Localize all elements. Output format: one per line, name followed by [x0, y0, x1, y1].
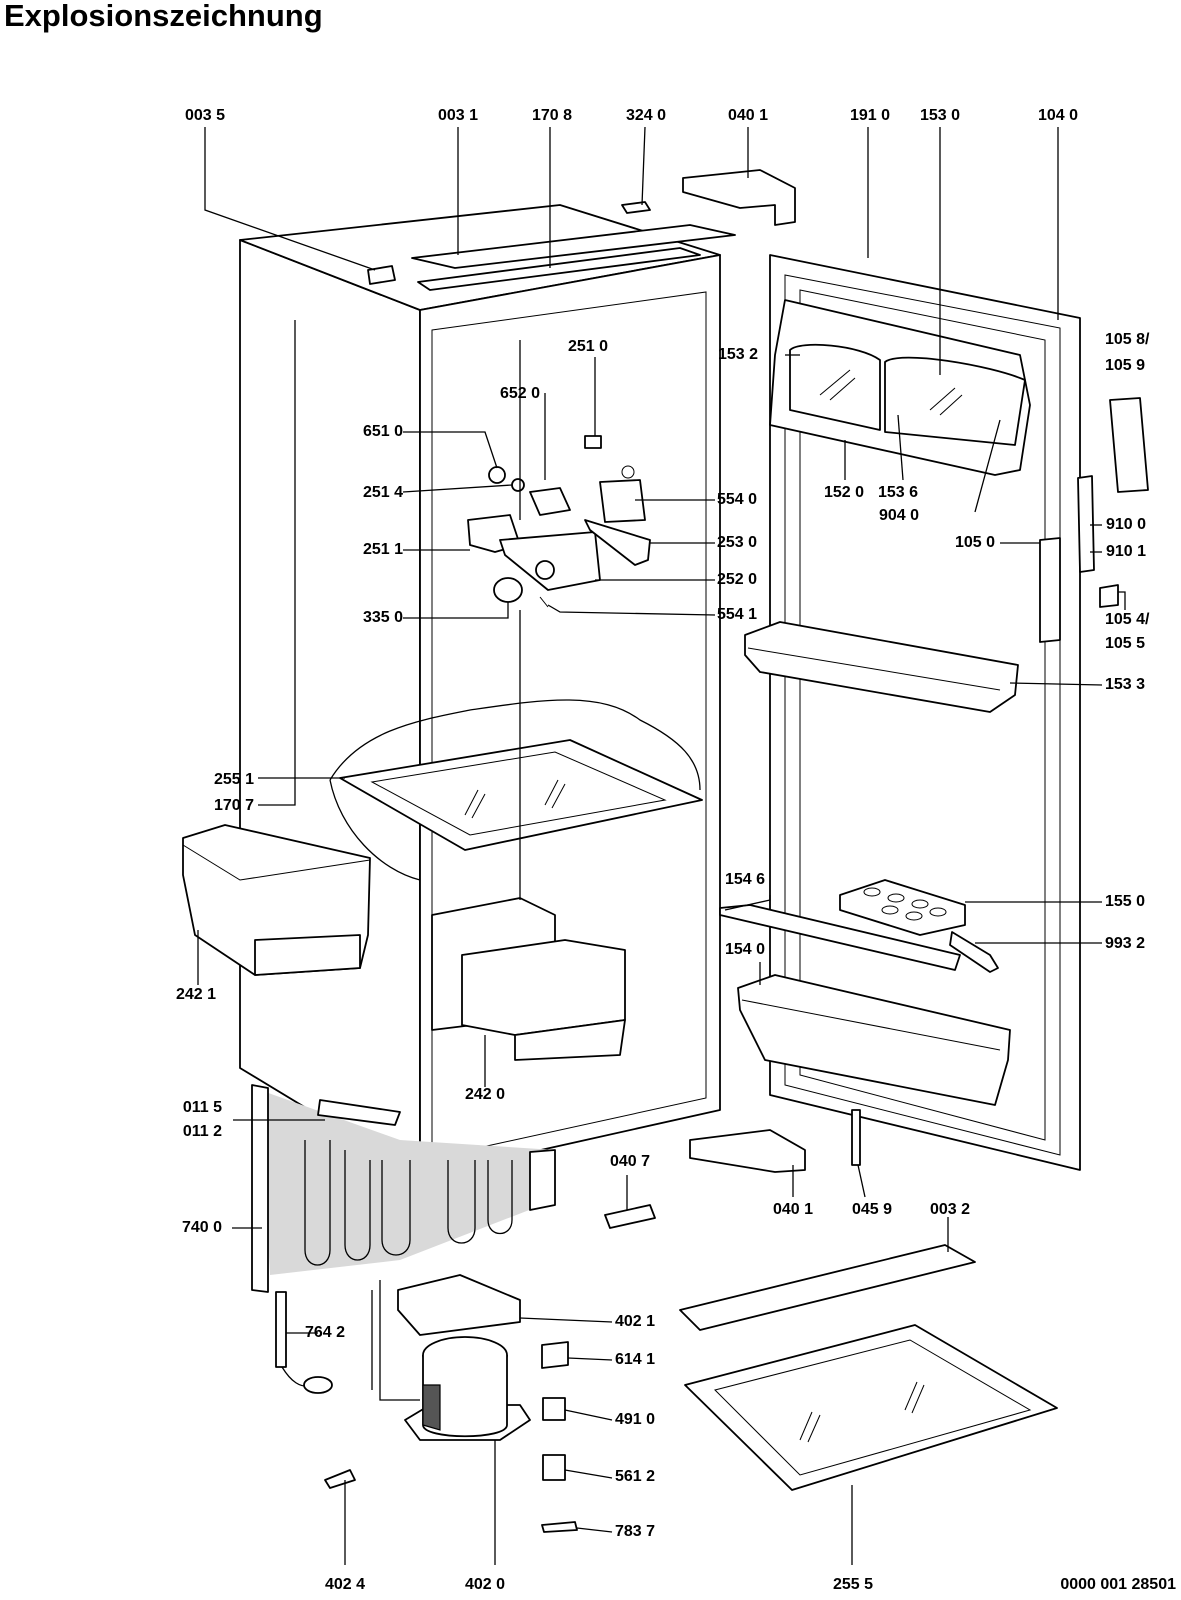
page-title: Explosionszeichnung: [4, 0, 323, 33]
part-label: 105 5: [1105, 635, 1146, 652]
part-label: 154 6: [724, 871, 766, 888]
part-label: 491 0: [615, 1411, 656, 1428]
bottom-glass-shelf: [684, 1324, 1058, 1491]
part-label: 011 2: [182, 1123, 222, 1140]
small-parts: [324, 1109, 861, 1489]
part-label: 554 1: [717, 606, 758, 623]
electrical-parts: [541, 1341, 578, 1533]
part-label: 153 2: [718, 346, 759, 363]
part-label: 764 2: [305, 1324, 346, 1341]
part-label: 191 0: [849, 107, 891, 124]
part-label: 651 0: [362, 423, 403, 440]
part-label: 105 9: [1105, 357, 1146, 374]
part-label: 003 2: [929, 1201, 971, 1218]
drawing-number: 0000 001 28501: [1060, 1576, 1176, 1593]
part-label: 993 2: [1105, 935, 1146, 952]
part-label: 561 2: [615, 1468, 656, 1485]
bottom-cover: [679, 1244, 976, 1331]
part-label: 910 1: [1106, 543, 1147, 560]
part-label: 324 0: [625, 107, 667, 124]
part-label: 402 4: [324, 1576, 366, 1593]
part-label: 154 0: [724, 941, 766, 958]
part-label: 255 1: [213, 771, 254, 788]
compressor-bracket: [397, 1274, 521, 1336]
condenser: [251, 1084, 556, 1293]
part-label: 011 5: [182, 1099, 222, 1116]
part-label: 170 8: [531, 107, 573, 124]
part-label: 153 6: [878, 484, 919, 501]
bottle-rail: [719, 904, 999, 973]
light-thermostat-assembly: [467, 435, 651, 608]
door-shelf-middle: [744, 621, 1019, 713]
part-label: 040 1: [772, 1201, 814, 1218]
part-label: 153 0: [919, 107, 961, 124]
part-label: 251 4: [362, 484, 403, 501]
part-label: 335 0: [362, 609, 403, 626]
top-strip: [367, 224, 736, 291]
part-label: 904 0: [879, 507, 920, 524]
part-label: 251 0: [567, 338, 609, 355]
part-label: 242 0: [464, 1086, 506, 1103]
part-label: 253 0: [717, 534, 758, 551]
glass-shelf: [339, 739, 703, 851]
crisper-drawer-separate: [182, 824, 371, 976]
part-label: 105 4/: [1105, 611, 1150, 628]
leader-lines: [197, 126, 1126, 1565]
part-label: 251 1: [362, 541, 403, 558]
compressor: [371, 1280, 531, 1441]
part-label: 783 7: [615, 1523, 656, 1540]
part-label: 153 3: [1105, 676, 1146, 693]
part-label: 155 0: [1105, 893, 1146, 910]
part-label: 003 5: [184, 107, 226, 124]
door-shelf-bottom: [737, 974, 1011, 1106]
part-label: 003 1: [437, 107, 479, 124]
part-label: 652 0: [499, 385, 541, 402]
part-label: 040 7: [609, 1153, 651, 1170]
part-label: 170 7: [213, 797, 254, 814]
egg-tray: [839, 879, 966, 936]
part-label: 152 0: [824, 484, 865, 501]
part-label: 104 0: [1037, 107, 1079, 124]
part-label: 252 0: [717, 571, 758, 588]
part-label: 402 1: [615, 1313, 656, 1330]
part-label: 255 5: [832, 1576, 874, 1593]
part-label: 105 8/: [1105, 331, 1150, 348]
part-label: 045 9: [851, 1201, 893, 1218]
part-label: 105 0: [954, 534, 995, 551]
part-label: 040 1: [727, 107, 769, 124]
part-label: 910 0: [1106, 516, 1147, 533]
part-label: 614 1: [615, 1351, 656, 1368]
dryer-filter: [275, 1291, 333, 1394]
crisper-drawer: [431, 897, 626, 1061]
door-hinge-right: [1077, 397, 1149, 608]
butter-compartment: [769, 299, 1031, 476]
part-label: 740 0: [181, 1219, 222, 1236]
part-label: 402 0: [464, 1576, 506, 1593]
hinge-top: [621, 169, 796, 226]
cabinet-body: [239, 204, 721, 1178]
part-label: 242 1: [175, 986, 217, 1003]
part-label: 554 0: [717, 491, 758, 508]
